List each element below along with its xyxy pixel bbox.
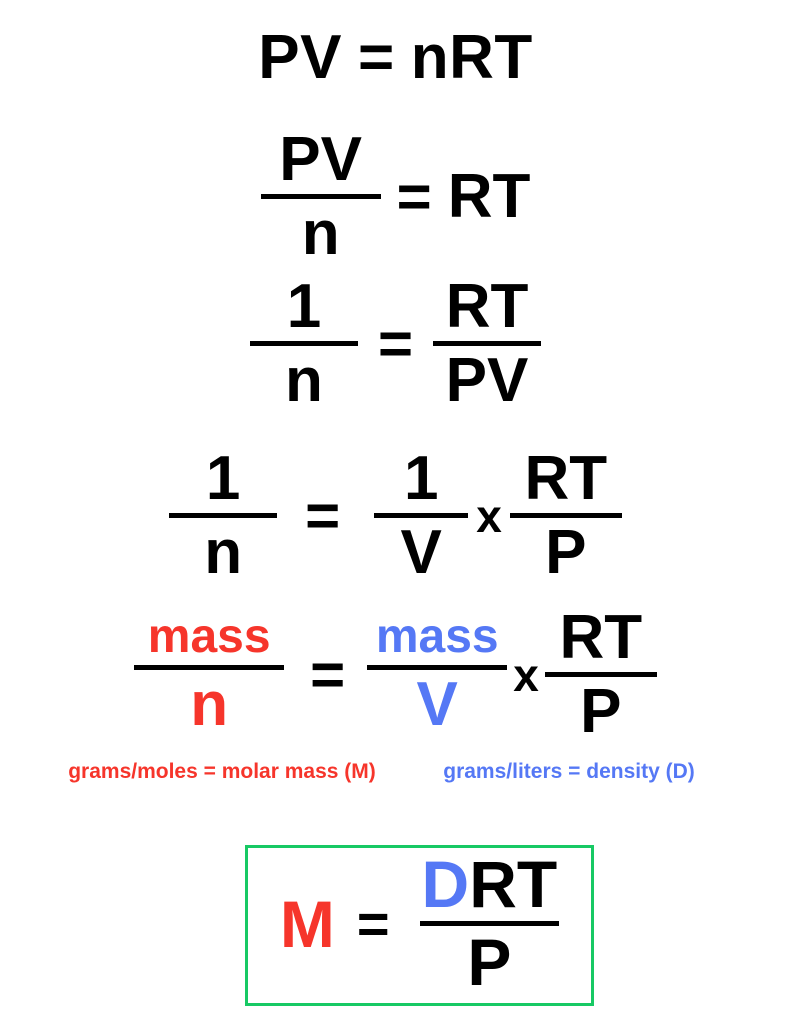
fraction-bar (134, 665, 285, 671)
eq3-right-numerator: RT (445, 272, 529, 341)
eq2-right-term: RT (447, 161, 531, 231)
result-equation: M = DRT P (279, 850, 560, 999)
result-numerator: DRT (420, 850, 560, 918)
equation-ideal-gas-law: PV = nRT (0, 27, 791, 89)
result-denominator: P (467, 925, 512, 999)
eq4-right-denominator: P (545, 518, 587, 588)
eq3-left-fraction: 1 n (249, 272, 358, 416)
result-numerator-density: D (421, 846, 470, 921)
eq3-left-numerator: 1 (286, 272, 322, 341)
eq4-left-denominator: n (204, 518, 243, 588)
eq5-mid-denominator: V (416, 670, 458, 740)
result-equation-box: M = DRT P (245, 845, 594, 1006)
eq3-right-denominator: PV (445, 346, 529, 416)
equation-reciprocal: 1 n = RT PV (0, 275, 791, 412)
eq5-right-denominator: P (580, 677, 622, 747)
caption-density: grams/liters = density (D) (443, 760, 695, 783)
fraction-bar (509, 513, 622, 519)
equation-divide-by-n: PV n = RT (0, 128, 791, 265)
eq5-left-denominator: n (190, 670, 229, 740)
eq1-equals-sign: = (357, 23, 395, 92)
eq5-equals-sign: = (310, 641, 346, 709)
fraction-bar (169, 513, 278, 519)
eq2-left-fraction: PV n (260, 125, 381, 269)
eq1-left-term: PV (258, 23, 342, 92)
equation-mass-substitution: mass n = mass V x RT P (0, 606, 791, 743)
fraction-bar (367, 665, 508, 671)
result-fraction: DRT P (419, 850, 560, 999)
eq2-left-denominator: n (301, 199, 340, 269)
caption-molar-mass: grams/moles = molar mass (M) (68, 760, 376, 783)
eq5-multiply-sign: x (513, 648, 539, 701)
fraction-bar (249, 341, 358, 347)
eq4-mid-numerator: 1 (403, 444, 439, 513)
eq4-right-numerator: RT (524, 444, 608, 513)
eq5-right-fraction: RT P (544, 603, 657, 747)
eq4-mid-denominator: V (400, 518, 442, 588)
result-left-term: M (279, 886, 335, 961)
fraction-bar (544, 672, 657, 678)
eq5-left-fraction: mass n (134, 610, 285, 740)
eq3-left-denominator: n (285, 346, 323, 416)
eq4-left-fraction: 1 n (169, 444, 278, 588)
eq4-left-numerator: 1 (205, 444, 241, 513)
eq1-right-term: nRT (410, 23, 533, 92)
eq4-right-fraction: RT P (509, 444, 622, 588)
eq5-mid-numerator: mass (375, 610, 499, 664)
eq3-equals-sign: = (377, 310, 414, 378)
eq4-multiply-sign: x (476, 489, 502, 542)
eq5-right-numerator: RT (559, 603, 643, 672)
eq3-right-fraction: RT PV (433, 272, 542, 416)
fraction-bar (419, 921, 560, 926)
eq4-mid-fraction: 1 V (374, 444, 469, 588)
eq2-equals-sign: = (396, 163, 432, 231)
fraction-bar (433, 341, 542, 347)
result-numerator-rt: RT (469, 846, 558, 921)
fraction-bar (374, 513, 469, 519)
fraction-bar (260, 194, 381, 200)
eq5-left-numerator: mass (147, 610, 271, 664)
equation-split-volume: 1 n = 1 V x RT P (0, 447, 791, 584)
result-equals-sign: = (356, 892, 390, 955)
eq2-left-numerator: PV (279, 125, 362, 194)
eq5-mid-fraction: mass V (367, 610, 508, 740)
eq4-equals-sign: = (305, 482, 341, 550)
